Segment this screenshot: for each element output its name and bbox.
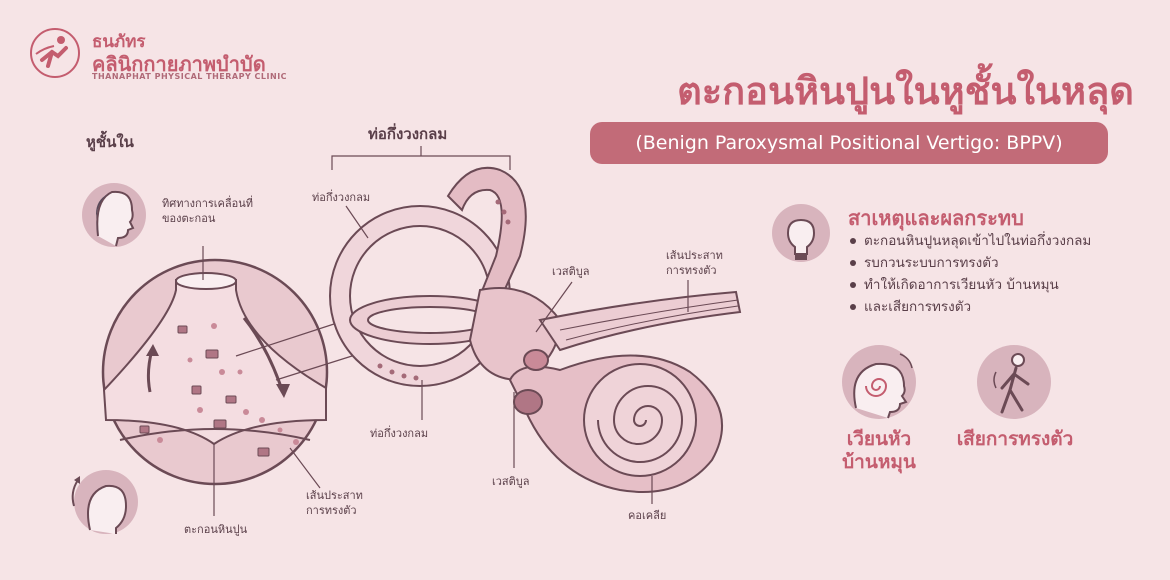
list-item: ทำให้เกิดอาการเวียนหัว บ้านหมุน [848, 274, 1091, 296]
labyrinth [329, 166, 742, 493]
canal-top-label: ท่อกึ่งวงกลม [312, 191, 371, 204]
head-tilt-icon [71, 470, 138, 534]
logo-name-en: THANAPHAT PHYSICAL THERAPY CLINIC [92, 72, 288, 81]
list-item: รบกวนระบบการทรงตัว [848, 252, 1091, 274]
runner-logo-icon [30, 28, 80, 78]
imbalance-label: เสียการทรงตัว [956, 428, 1074, 450]
causes-heading: สาเหตุและผลกระทบ [848, 206, 1024, 230]
otoconia-label: ตะกอนหินปูน [184, 523, 248, 536]
canal-bottom-label: ท่อกึ่งวงกลม [370, 427, 429, 440]
page-subtitle: (Benign Paroxysmal Positional Vertigo: B… [590, 122, 1108, 164]
vestibule-top-label: เวสติบูล [552, 265, 590, 278]
movement-direction-label: ทิศทางการเคลื่อนที่ ของตะกอน [162, 197, 254, 225]
causes-list: ตะกอนหินปูนหลุดเข้าไปในท่อกึ่งวงกลม รบกว… [848, 230, 1091, 318]
canal-heading: ท่อกึ่งวงกลม [368, 125, 448, 143]
list-item: ตะกอนหินปูนหลุดเข้าไปในท่อกึ่งวงกลม [848, 230, 1091, 252]
walking-person-icon [993, 353, 1030, 414]
clinic-logo: ธนภัทร คลินิกกายภาพบำบัด THANAPHAT PHYSI… [28, 26, 298, 86]
balance-nerve-left-label: เส้นประสาท การทรงตัว [306, 489, 363, 517]
dizziness-label: เวียนหัว บ้านหมุน [842, 428, 916, 473]
magnified-canal-view [101, 258, 329, 486]
balance-nerve-right-label: เส้นประสาท การทรงตัว [666, 249, 723, 277]
page-title: ตะกอนหินปูนในหูชั้นในหลุด [677, 69, 1134, 113]
lightbulb-icon [786, 218, 816, 260]
logo-name-line2: คลินิกกายภาพบำบัด [92, 52, 266, 76]
vestibule-bottom-label: เวสติบูล [492, 475, 530, 488]
inner-ear-heading: หูชั้นใน [86, 133, 134, 151]
head-profile-icon [82, 183, 146, 247]
cochlea-label: คอเคลีย [628, 509, 667, 522]
logo-name-line1: ธนภัทร [92, 32, 146, 52]
spiral-head-icon [853, 353, 913, 419]
list-item: และเสียการทรงตัว [848, 296, 1091, 318]
